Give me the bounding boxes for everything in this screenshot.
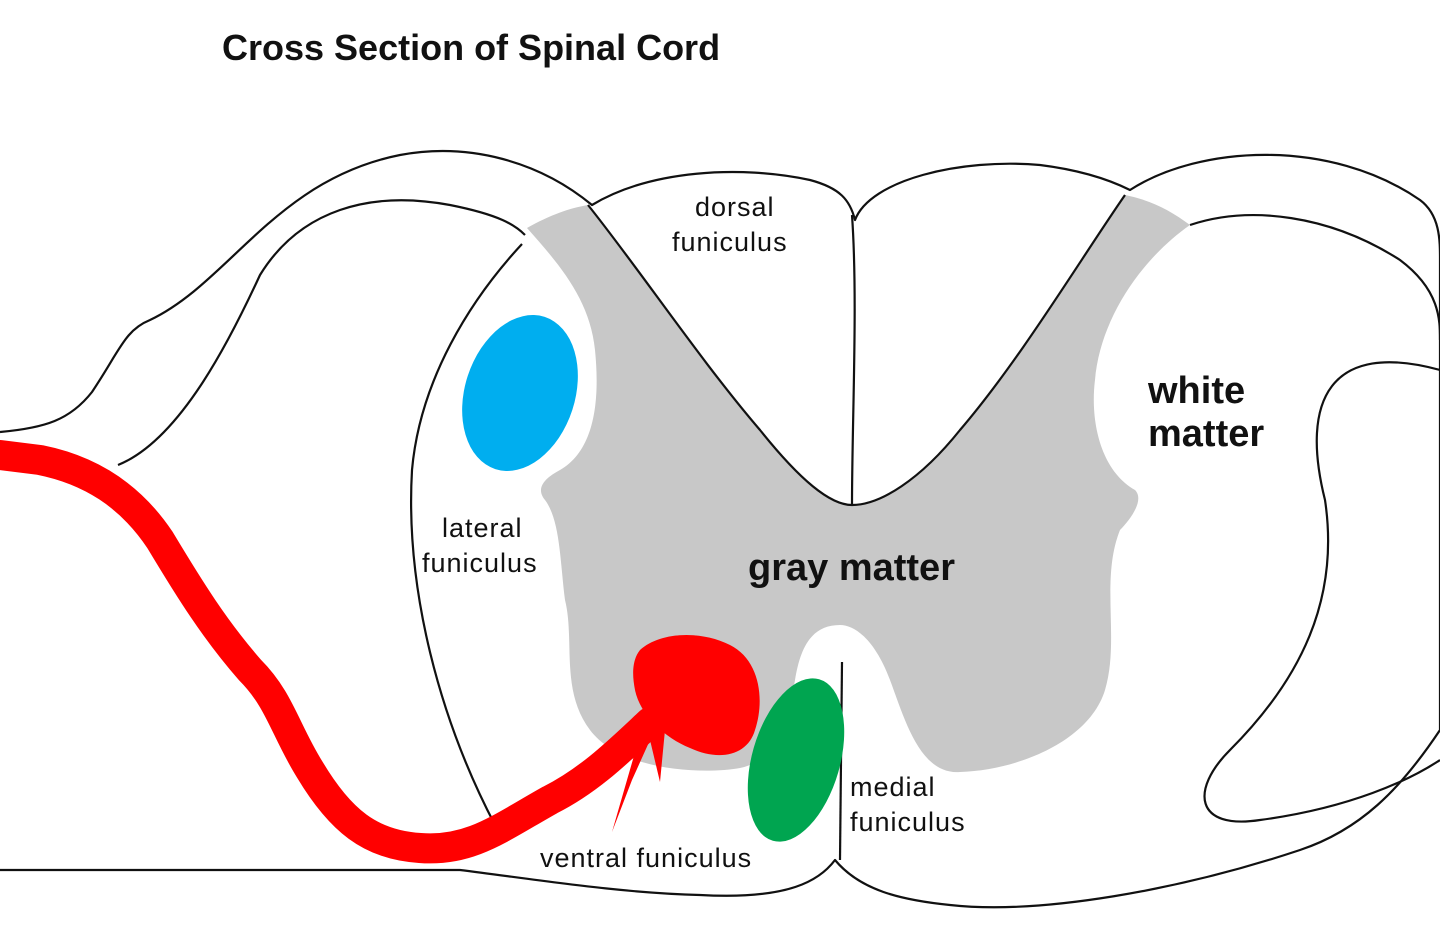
white-matter-lateral-right (1203, 361, 1440, 823)
lateral-funiculus-label-line1: lateral (442, 513, 523, 543)
medial-funiculus-label-line1: medial (850, 772, 936, 802)
dorsal-funiculus-label-line2: funiculus (672, 227, 788, 257)
white-matter-label-line2: matter (1148, 413, 1264, 455)
white-matter-inner-left (117, 199, 526, 467)
lateral-tract-blue (462, 315, 578, 471)
white-matter-label-line1: white (1147, 370, 1245, 412)
dorsal-funiculus-label-line1: dorsal (695, 192, 775, 222)
gray-matter-label: gray matter (748, 547, 955, 589)
motor-neuron-cell-body (633, 634, 760, 756)
medial-funiculus-label-line2: funiculus (850, 807, 966, 837)
lateral-funiculus-label-line2: funiculus (422, 548, 538, 578)
white-matter-inner-right (1189, 214, 1440, 341)
gray-matter-region (527, 195, 1190, 773)
motor-neuron-axon (0, 440, 665, 864)
white-matter-outline (0, 149, 1440, 909)
dorsal-median-septum (850, 214, 856, 506)
ventral-funiculus-label: ventral funiculus (540, 843, 752, 873)
ventral-tract-green (747, 678, 845, 842)
white-matter-lateral-left (410, 243, 523, 826)
diagram-title: Cross Section of Spinal Cord (222, 27, 720, 68)
